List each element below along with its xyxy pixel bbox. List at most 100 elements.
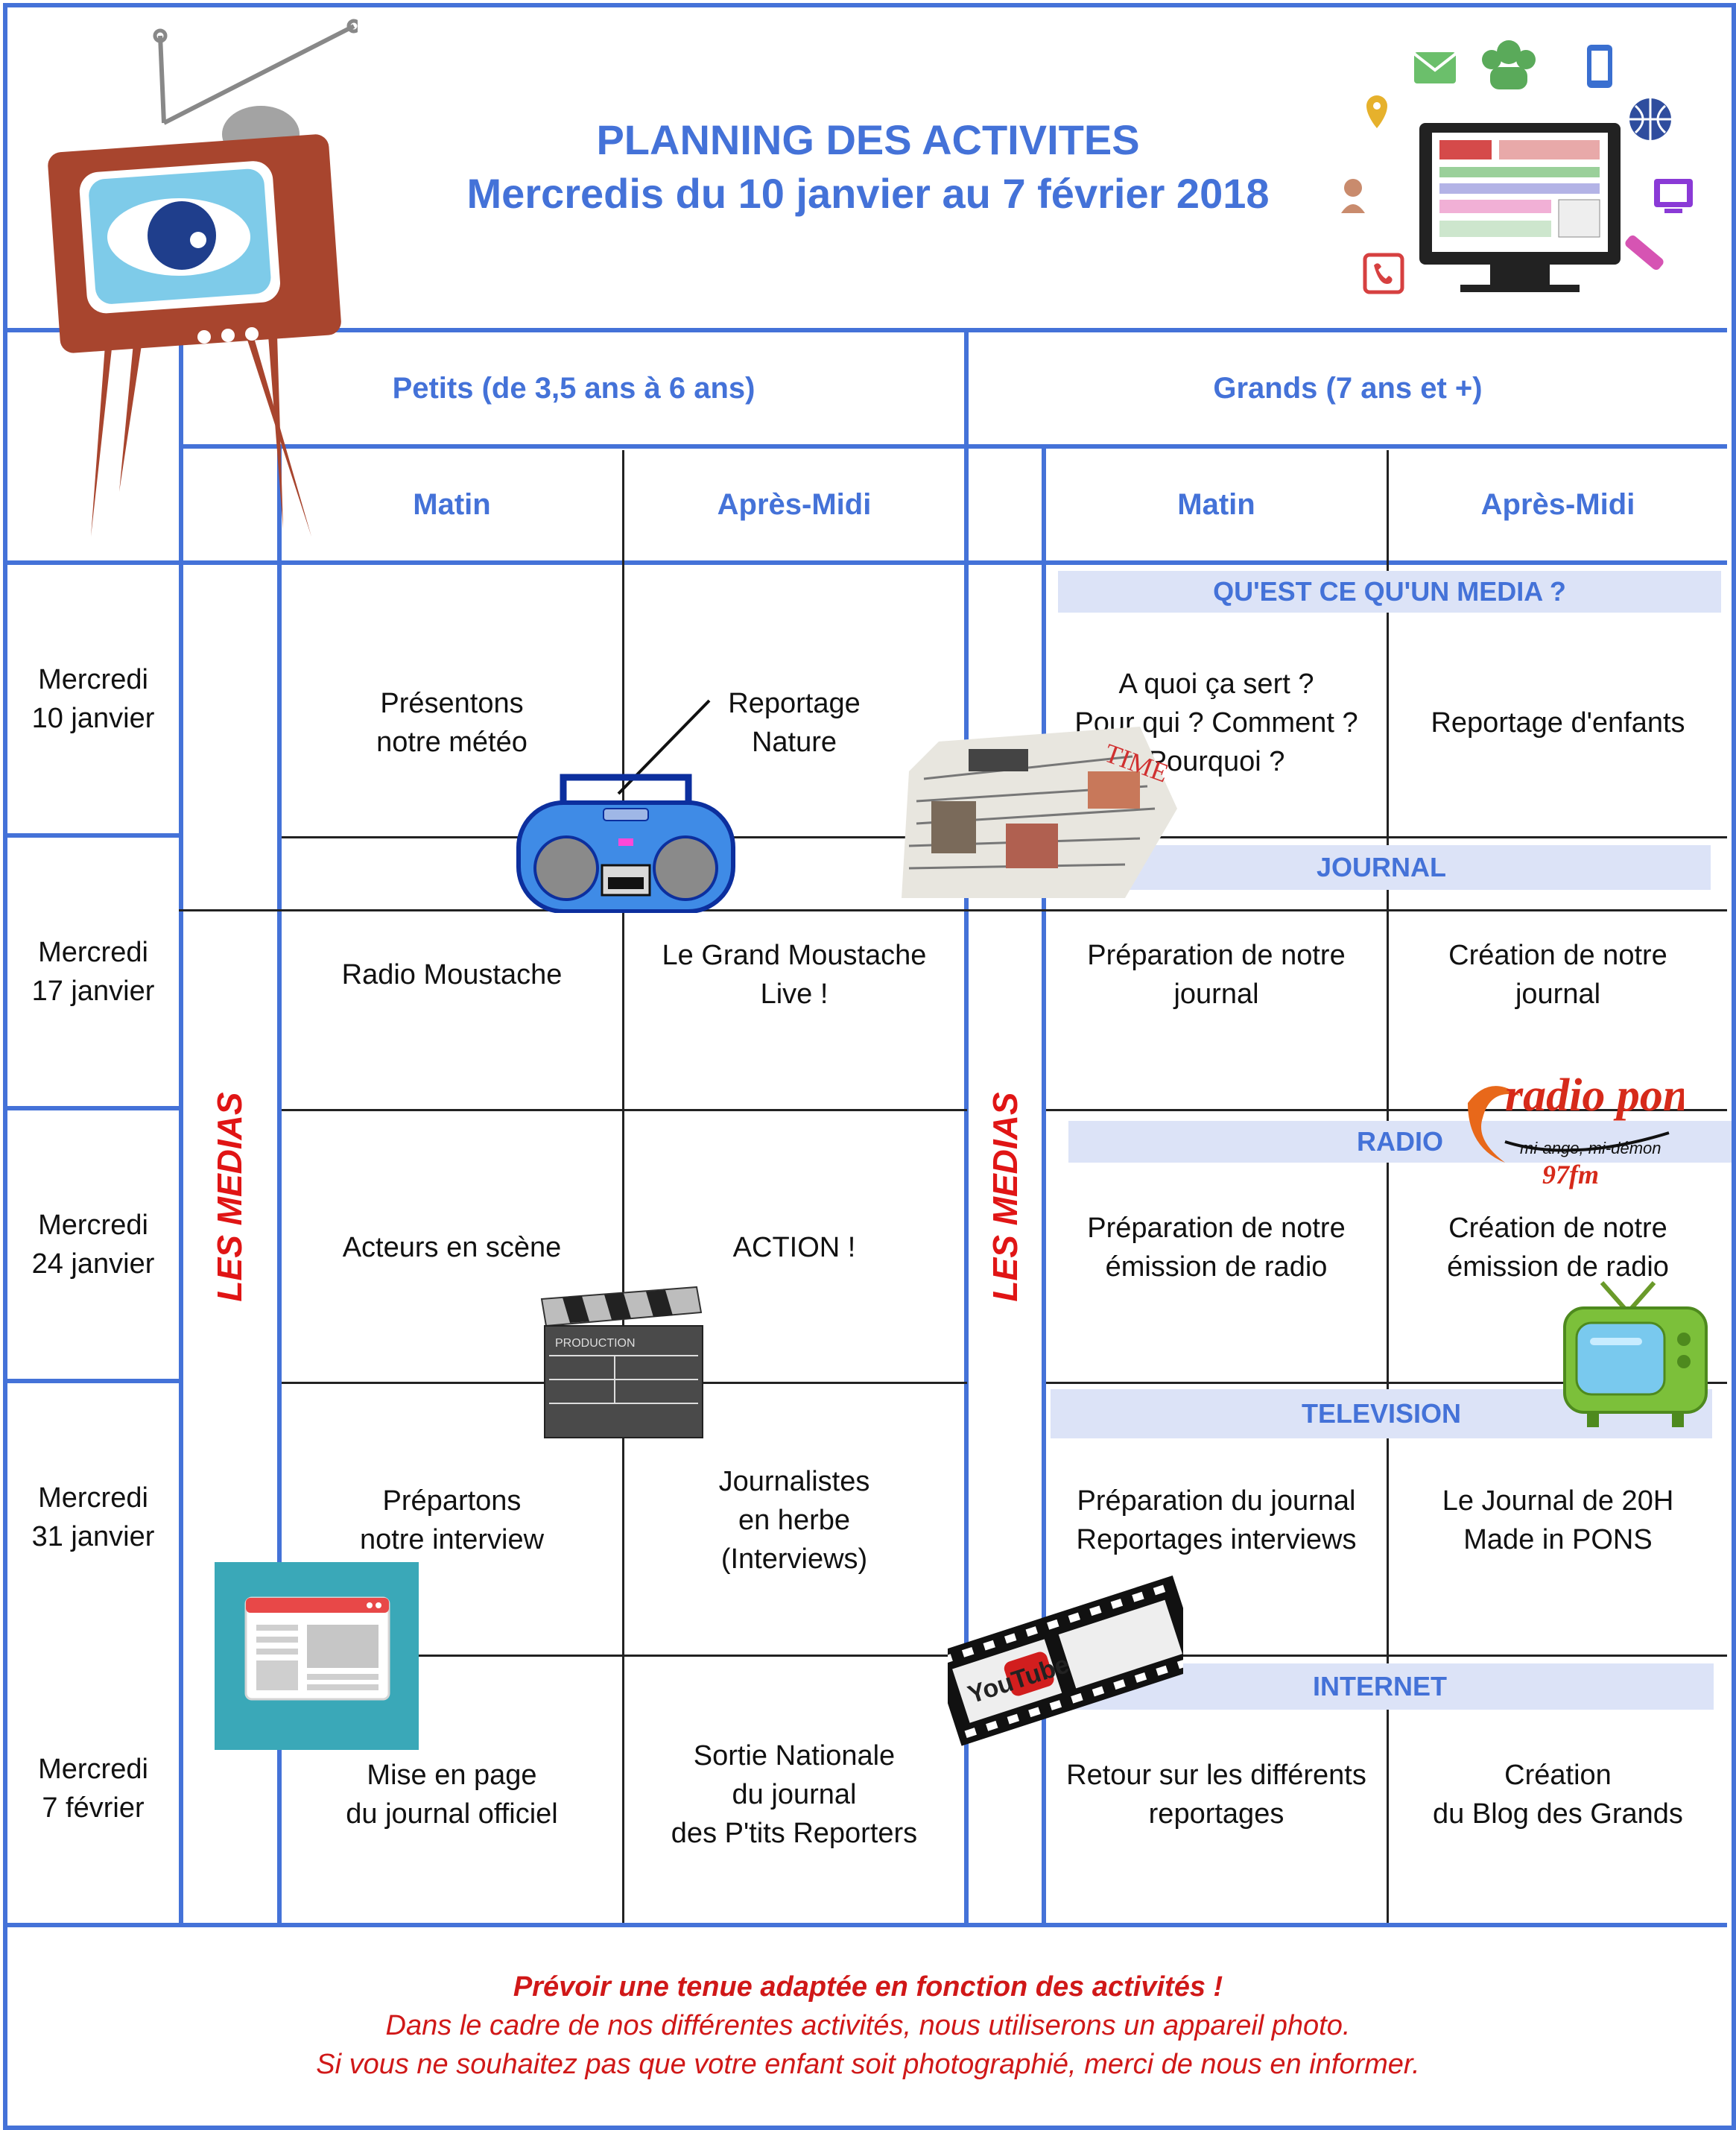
activity-cell: Reportage d'enfants [1389,619,1727,827]
activity-cell: Retour sur les différents reportages [1046,1714,1387,1875]
green-tv-icon [1563,1281,1708,1427]
theme-band-media: QU'EST CE QU'UN MEDIA ? [1058,571,1721,613]
date-day: 17 janvier [31,976,155,1007]
clapperboard-icon: PRODUCTION [540,1286,703,1438]
activity-cell: Préparation de notre émission de radio [1046,1167,1387,1328]
column-divider [964,331,969,1924]
activity-cell: Préparation du journal Reportages interv… [1046,1440,1387,1601]
activity-cell: Création de notre émission de radio [1389,1167,1727,1328]
activity-line: du Blog des Grands [1433,1798,1683,1830]
activity-line: Mise en page [367,1760,537,1791]
activity-line: Radio Moustache [341,959,563,990]
activity-line: en herbe [738,1505,850,1536]
group-header-divider [180,444,1727,449]
activity-line: Retour sur les différents [1066,1760,1366,1791]
date-cell: Mercredi 24 janvier [7,1110,179,1379]
grid-line [1046,1382,1727,1384]
activity-line: reportages [1148,1798,1284,1830]
date-divider [4,1106,180,1110]
activity-cell: Présentons notre météo [282,619,622,827]
date-weekday: Mercredi [38,664,148,695]
footer-note: Dans le cadre de nos différentes activit… [385,2010,1351,2041]
clapper-text: PRODUCTION [555,1337,636,1350]
activity-cell: Le Grand Moustache Live ! [624,894,964,1055]
activity-cell: Mise en page du journal officiel [282,1714,622,1875]
theme-band-journal: JOURNAL [1052,845,1711,890]
grid-line [1387,450,1389,1923]
date-cell: Mercredi 7 février [7,1656,179,1921]
activity-line: journal [1173,979,1259,1010]
column-divider [1042,446,1046,1924]
grid-line [282,1109,967,1111]
activity-line: Reportages interviews [1076,1524,1357,1555]
activity-line: Le Grand Moustache [662,940,927,971]
activity-line: Acteurs en scène [342,1232,562,1263]
period-header-grands-matin: Matin [1177,487,1255,521]
youtube-film-icon: YouTube [948,1575,1183,1746]
date-cell: Mercredi 31 janvier [7,1383,179,1652]
radio-logo-freq: 97fm [1542,1160,1599,1189]
browser-window-icon [215,1562,419,1750]
date-divider [4,1379,180,1383]
activity-line: du journal [732,1779,857,1810]
radio-pons-logo: radio pons mi-ange, mi-démon 97fm [1468,1070,1684,1189]
page-frame [3,3,1736,2130]
grid-line [1046,1109,1727,1111]
activity-line: du journal officiel [346,1798,558,1830]
activity-line: (Interviews) [720,1543,868,1575]
theme-band-radio: RADIO [1068,1121,1732,1163]
activity-line: Création de notre [1448,940,1667,971]
page-title: PLANNING DES ACTIVITES [596,116,1140,163]
date-day: 10 janvier [31,703,155,734]
activity-cell: Création du Blog des Grands [1389,1714,1727,1875]
activity-line: notre météo [376,727,528,758]
period-header-petits-apres-midi: Après-Midi [717,487,872,521]
activity-line: Made in PONS [1463,1524,1653,1555]
column-divider [179,331,183,1924]
date-weekday: Mercredi [38,1754,148,1785]
activity-line: des P'tits Reporters [671,1818,918,1849]
header-divider [4,328,1727,332]
activity-line: Pourquoi ? [1147,746,1285,777]
date-day: 31 janvier [31,1521,155,1552]
period-header-grands-apres-midi: Après-Midi [1480,487,1635,521]
activity-line: Journalistes [718,1466,870,1497]
activity-cell: Sortie Nationale du journal des P'tits R… [624,1714,964,1875]
activity-line: ACTION ! [732,1232,856,1263]
activity-line: émission de radio [1105,1251,1328,1283]
grid-line [179,909,1727,911]
date-weekday: Mercredi [38,937,148,968]
activity-line: Préparation de notre [1087,940,1346,971]
activity-line: émission de radio [1447,1251,1669,1283]
activity-line: A quoi ça sert ? [1118,669,1314,700]
activity-line: Préparation de notre [1087,1213,1346,1244]
grid-line [622,450,624,1923]
activity-line: Nature [751,727,837,758]
activity-line: Prépartons [382,1485,522,1517]
date-weekday: Mercredi [38,1482,148,1514]
date-cell: Mercredi 17 janvier [7,838,179,1106]
activity-cell: Reportage Nature [624,619,964,827]
group-header-petits: Petits (de 3,5 ans à 6 ans) [392,371,755,405]
activity-line: Le Journal de 20H [1442,1485,1674,1517]
activity-cell: A quoi ça sert ? Pour qui ? Comment ? Po… [1046,619,1387,827]
activity-cell: Création de notre journal [1389,894,1727,1055]
side-label-petits: LES MEDIAS [210,1092,249,1302]
footer-divider [4,1923,1727,1927]
period-header-petits-matin: Matin [413,487,491,521]
activity-line: journal [1515,979,1601,1010]
tv-eye-icon [48,19,358,537]
activity-cell: Le Journal de 20H Made in PONS [1389,1440,1727,1601]
side-label-grands: LES MEDIAS [986,1092,1024,1302]
activity-cell: ACTION ! [624,1167,964,1328]
date-day: 7 février [42,1792,145,1824]
activity-line: Reportage [728,688,861,719]
grid-line [1046,1655,1727,1657]
date-divider [4,833,180,838]
column-divider [277,446,282,1924]
activity-line: Création [1504,1760,1612,1791]
activity-line: notre interview [359,1524,545,1555]
date-day: 24 janvier [31,1248,155,1280]
footer-note: Si vous ne souhaitez pas que votre enfan… [316,2049,1420,2080]
